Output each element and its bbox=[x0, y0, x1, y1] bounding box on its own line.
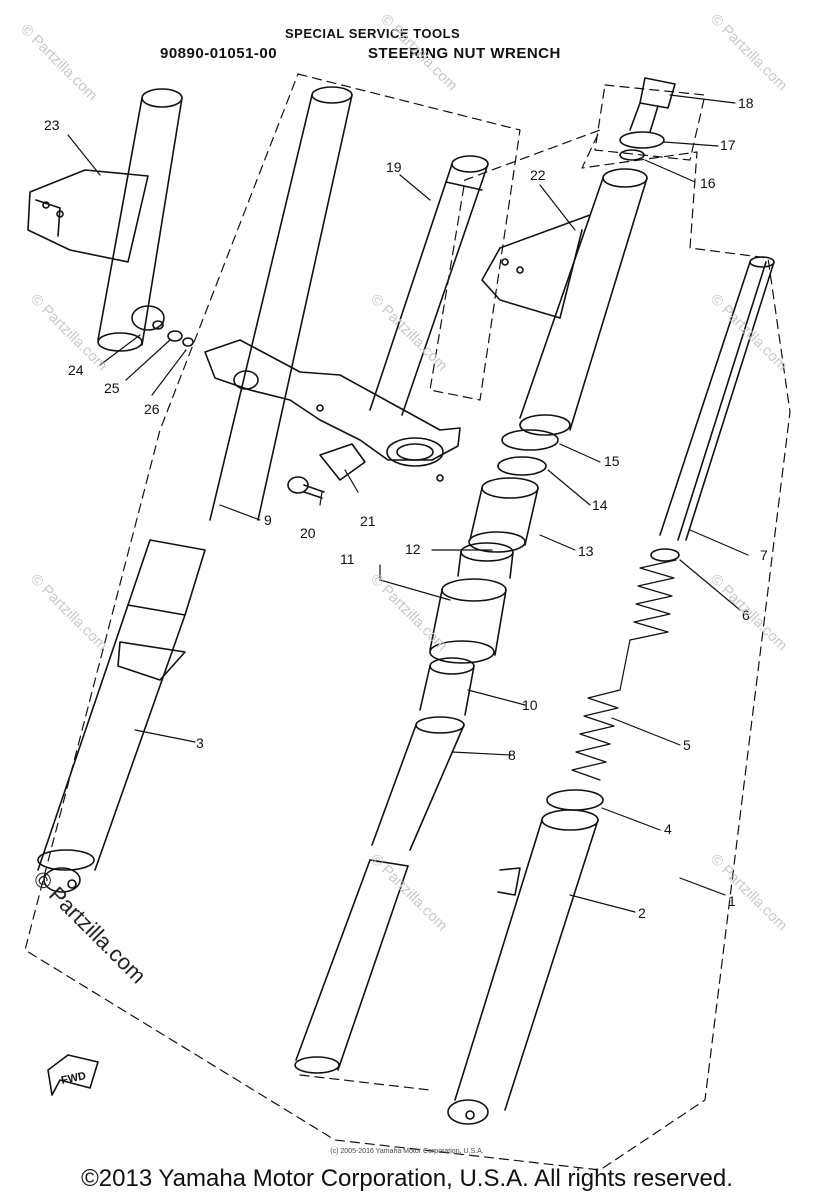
part-9-inner-tube bbox=[209, 86, 353, 521]
part-15-seal bbox=[501, 429, 559, 451]
part-4-circlip bbox=[546, 789, 604, 811]
part-20-bolt bbox=[287, 476, 325, 499]
part-25-washer bbox=[167, 330, 183, 342]
callout-5: 5 bbox=[683, 737, 691, 753]
callout-19: 19 bbox=[386, 159, 402, 175]
callout-12: 12 bbox=[405, 541, 421, 557]
part-26-washer bbox=[182, 337, 194, 347]
part-16-ring bbox=[619, 149, 645, 161]
callout-3: 3 bbox=[196, 735, 204, 751]
part-14-clip bbox=[497, 456, 547, 476]
watermark-9: © Partzilla.com bbox=[707, 571, 790, 654]
callout-22: 22 bbox=[530, 167, 546, 183]
callout-2: 2 bbox=[638, 905, 646, 921]
watermark-3: © Partzilla.com bbox=[707, 11, 790, 94]
watermark-10: © Partzilla.com bbox=[367, 851, 450, 934]
part-18-bolt bbox=[629, 77, 676, 133]
callout-14: 14 bbox=[592, 497, 608, 513]
tool-bracket-outline bbox=[594, 84, 706, 161]
lower-box-outline bbox=[299, 1074, 431, 1091]
part-5-spring bbox=[571, 559, 677, 781]
callout-1: 1 bbox=[728, 893, 736, 909]
part-10-piston bbox=[419, 657, 475, 716]
callout-8: 8 bbox=[508, 747, 516, 763]
callout-21: 21 bbox=[360, 513, 376, 529]
watermark-2: © Partzilla.com bbox=[377, 11, 460, 94]
part-21-clamp bbox=[319, 443, 366, 481]
part-3-outer-tube bbox=[37, 539, 206, 893]
part-2-outer-tube bbox=[447, 809, 599, 1125]
part-12-bushing bbox=[457, 542, 514, 579]
leader-lines bbox=[67, 94, 749, 913]
assembly-outline bbox=[24, 73, 791, 1171]
callout-20: 20 bbox=[300, 525, 316, 541]
part-17-washer bbox=[619, 131, 665, 149]
tool-part-number: 90890-01051-00 bbox=[160, 45, 278, 62]
callout-26: 26 bbox=[144, 401, 160, 417]
watermarks: © Partzilla.com © Partzilla.com © Partzi… bbox=[17, 11, 790, 989]
callout-4: 4 bbox=[664, 821, 672, 837]
callout-7: 7 bbox=[760, 547, 768, 563]
watermark-1: © Partzilla.com bbox=[17, 21, 100, 104]
watermark-6: © Partzilla.com bbox=[707, 291, 790, 374]
part-19-stem bbox=[369, 155, 489, 416]
callout-25: 25 bbox=[104, 380, 120, 396]
small-copyright: (c) 2005-2016 Yamaha Motor Corporation, … bbox=[330, 1148, 484, 1155]
callout-10: 10 bbox=[522, 697, 538, 713]
callout-17: 17 bbox=[720, 137, 736, 153]
part-under-bracket bbox=[204, 339, 461, 482]
watermark-7: © Partzilla.com bbox=[27, 571, 110, 654]
callout-6: 6 bbox=[742, 607, 750, 623]
part-6-seat bbox=[650, 548, 680, 562]
fwd-arrow bbox=[47, 1054, 99, 1096]
callout-15: 15 bbox=[604, 453, 620, 469]
part-8-damper-rod bbox=[294, 716, 465, 1074]
fwd-label: FWD bbox=[60, 1070, 87, 1087]
part-11-guide bbox=[429, 578, 507, 664]
callout-18: 18 bbox=[738, 95, 754, 111]
part-24-washer bbox=[131, 305, 165, 331]
part-23-cover bbox=[27, 88, 183, 352]
callout-11: 11 bbox=[340, 551, 355, 567]
diagram-title: SPECIAL SERVICE TOOLS bbox=[285, 26, 461, 41]
callout-23: 23 bbox=[44, 117, 60, 133]
copyright-notice: ©2013 Yamaha Motor Corporation, U.S.A. A… bbox=[81, 1165, 733, 1192]
callout-labels: 1 2 3 4 5 6 7 8 9 10 11 12 13 14 15 16 1… bbox=[44, 95, 768, 1087]
part-13-seal bbox=[468, 477, 539, 553]
watermark-5: © Partzilla.com bbox=[367, 291, 450, 374]
callout-16: 16 bbox=[700, 175, 716, 191]
part-7-spacer bbox=[659, 256, 775, 541]
callout-9: 9 bbox=[264, 512, 272, 528]
callout-13: 13 bbox=[578, 543, 594, 559]
part-22-cover bbox=[481, 168, 648, 436]
watermark-large: © Partzilla.com bbox=[28, 866, 151, 989]
callout-24: 24 bbox=[68, 362, 84, 378]
tool-name: STEERING NUT WRENCH bbox=[368, 45, 561, 62]
